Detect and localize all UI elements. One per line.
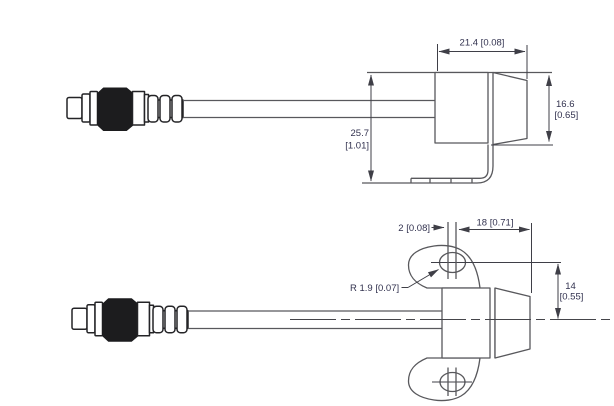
dimension-label: 21.4 [0.08]	[460, 38, 505, 49]
dim-length: 18 [0.71]	[458, 218, 532, 293]
mounting-bracket	[362, 144, 494, 184]
sensor-body	[434, 71, 489, 144]
mounting-hole-lower	[432, 367, 472, 396]
dim-height: 16.6 [0.65]	[491, 75, 579, 146]
dim-width: 21.4 [0.08]	[437, 38, 528, 79]
sensor-nose	[494, 287, 531, 359]
dim-height: 14 [0.55]	[555, 263, 584, 319]
dimension-label: [1.01]	[345, 141, 369, 152]
dim-hole-radius: R 1.9 [0.07]	[350, 269, 439, 294]
sensor-nose	[492, 71, 528, 146]
dimension-label: 18 [0.71]	[477, 218, 514, 229]
dim-tab-thickness: 2 [0.08]	[398, 223, 445, 234]
side-view: 21.4 [0.08] 25.7 [1.01] 16.6 [0.65]	[66, 38, 579, 184]
plug-connector	[66, 87, 184, 132]
cable	[188, 310, 442, 330]
dim-overall-height: 25.7 [1.01]	[345, 74, 374, 182]
dimension-label: R 1.9 [0.07]	[350, 283, 399, 294]
mounting-tab-lower	[407, 357, 481, 402]
cable	[183, 99, 435, 119]
dimension-label: 2 [0.08]	[398, 223, 430, 234]
sensor-body	[441, 287, 491, 359]
dimension-label: 16.6	[556, 99, 575, 110]
dimension-label: [0.55]	[560, 292, 584, 303]
leader-line	[407, 269, 439, 288]
dimension-label: [0.65]	[555, 110, 579, 121]
bracket-bend	[476, 165, 494, 184]
bracket-foot-top	[411, 169, 489, 179]
mounting-tab-upper	[407, 244, 481, 289]
mounting-hole-upper	[431, 222, 561, 279]
top-view: 18 [0.71] 2 [0.08] R 1.9 [0.07] 14 [0.55…	[71, 218, 611, 402]
dimension-label: 14	[565, 281, 576, 292]
dimension-label: 25.7	[351, 128, 370, 139]
plug-connector	[71, 298, 189, 342]
